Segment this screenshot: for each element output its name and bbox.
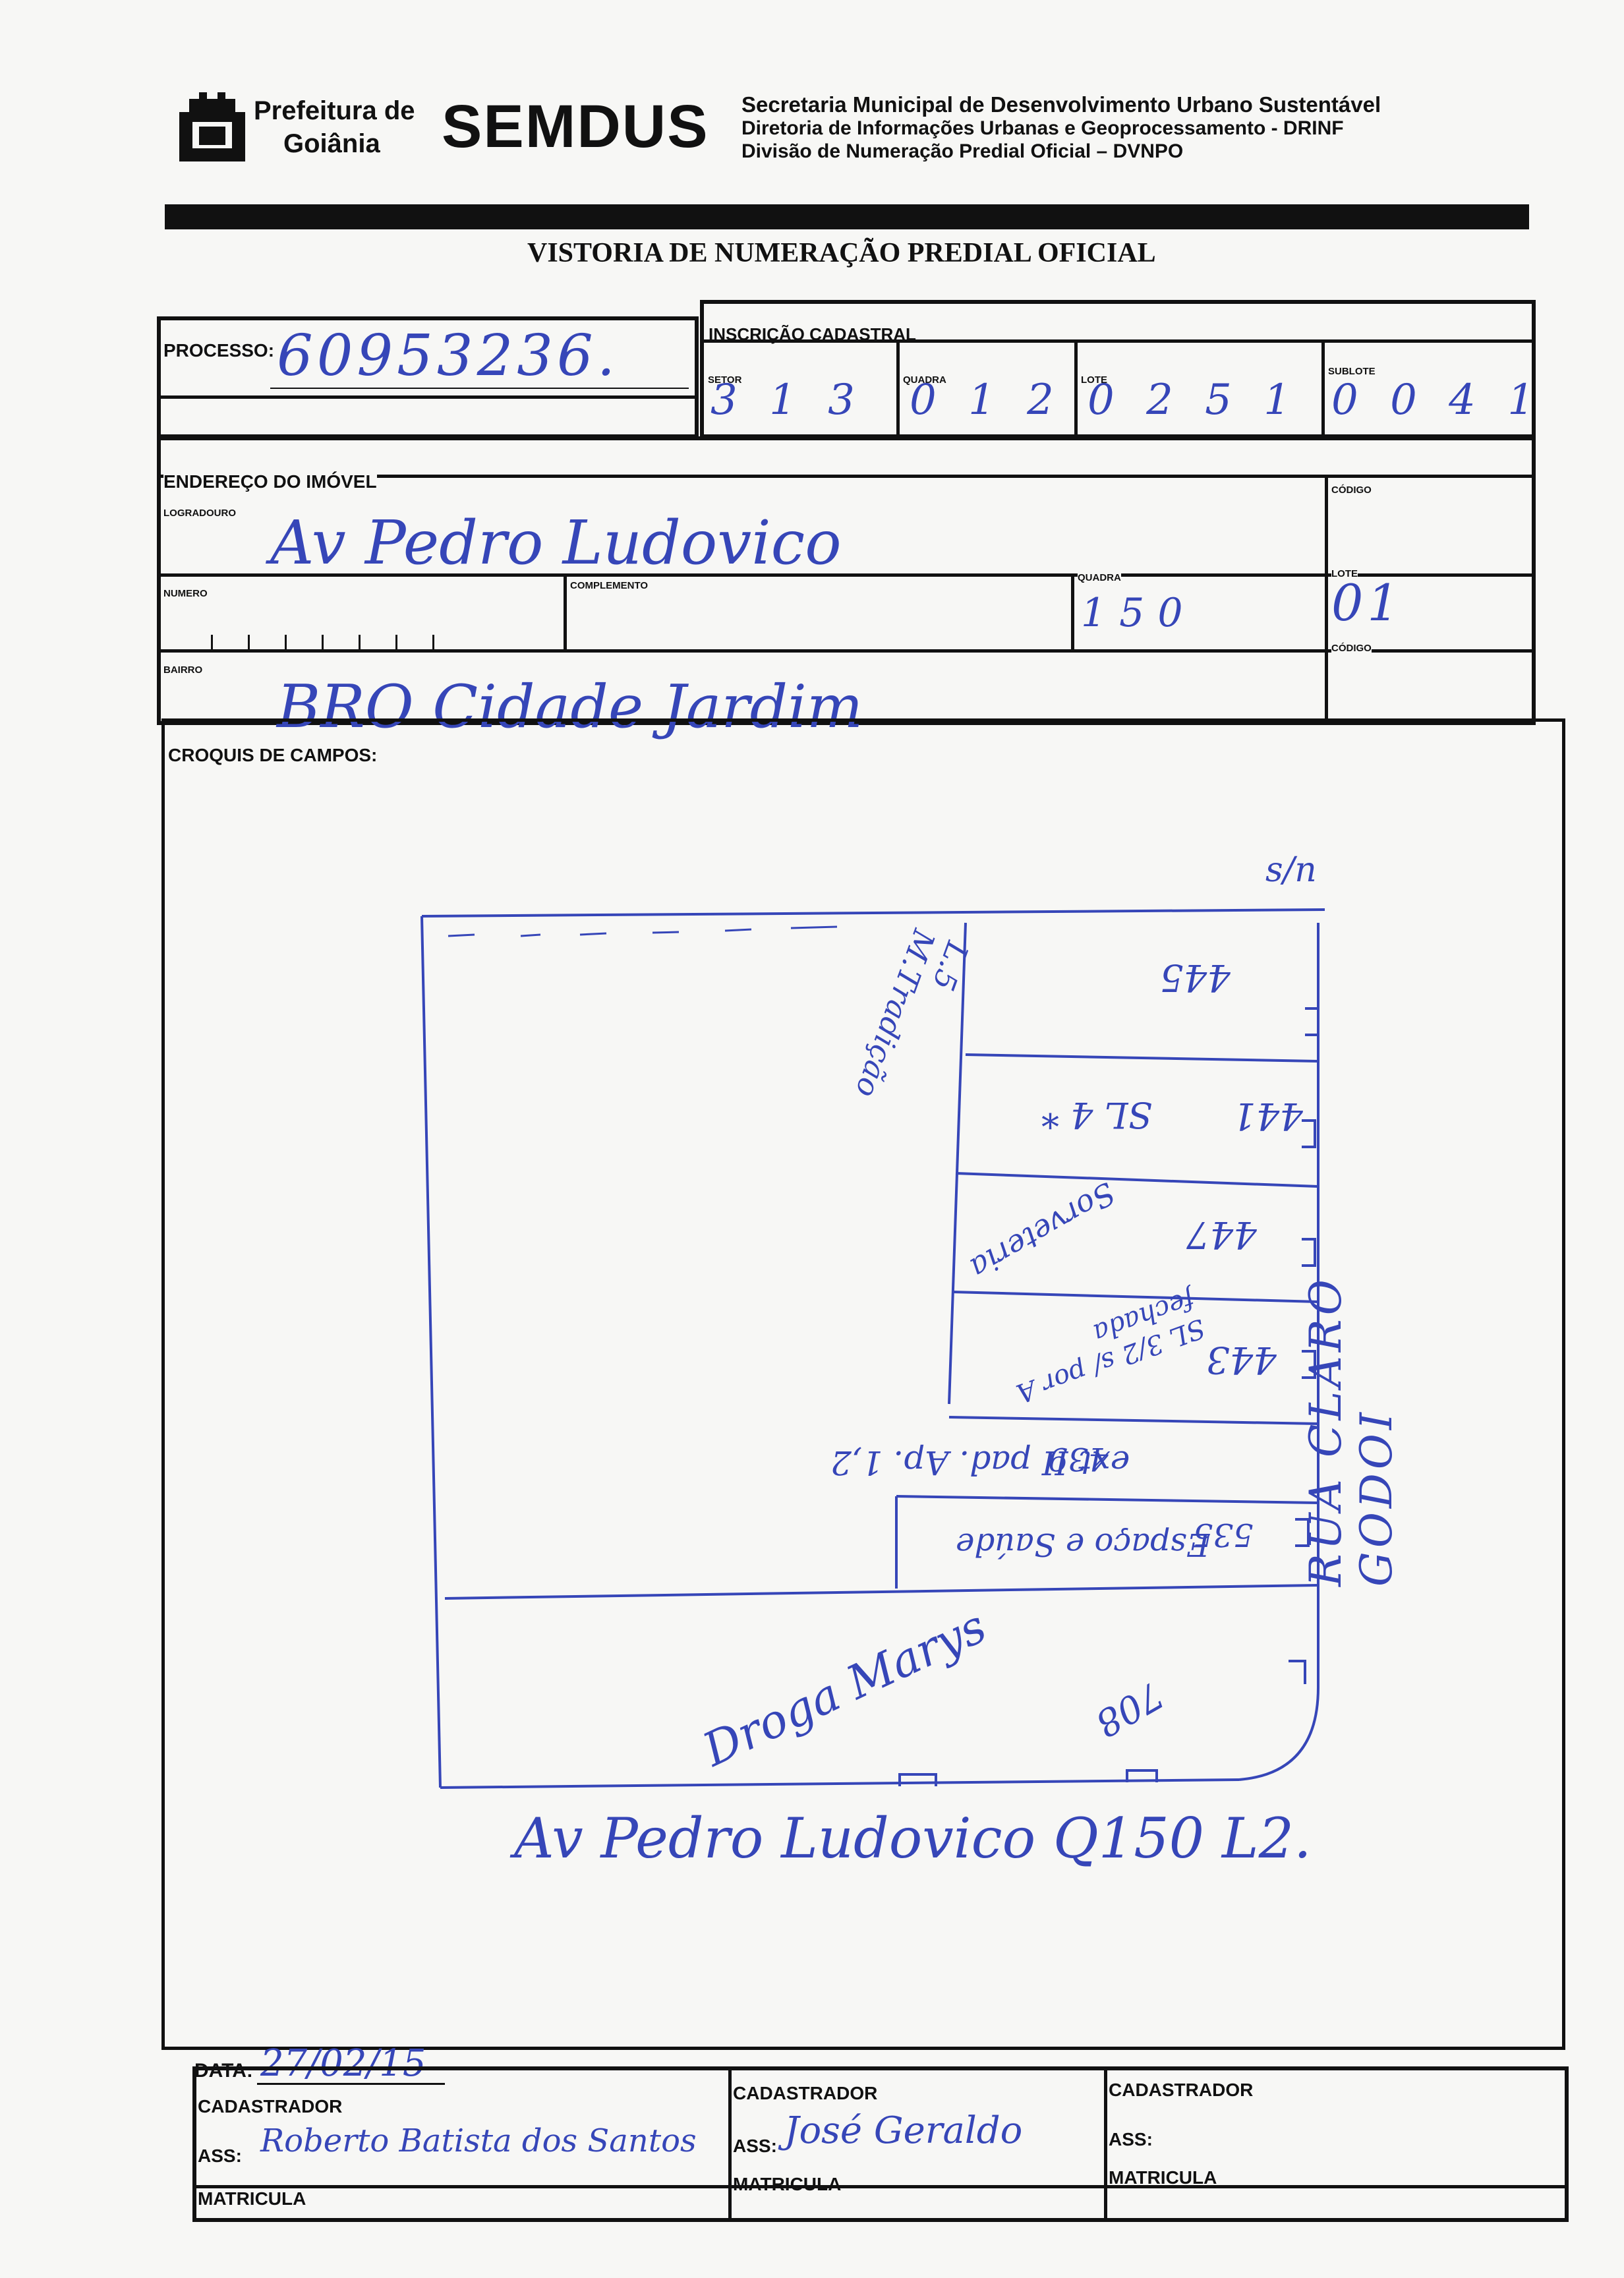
- endereco-row2-divider: [157, 573, 1536, 577]
- ass3-label: ASS:: [1109, 2129, 1153, 2149]
- data-label: DATA:: [194, 2060, 253, 2082]
- semdus-logo: SEMDUS: [442, 93, 709, 160]
- numero-ticks[interactable]: [211, 623, 434, 649]
- inscricao-sep-2: [1074, 339, 1078, 438]
- setor-value[interactable]: 3 1 3: [710, 376, 864, 424]
- sublote-label: SUBLOTE: [1328, 366, 1376, 377]
- logradouro-value[interactable]: Av Pedro Ludovico: [270, 508, 842, 578]
- secretaria-line1: Secretaria Municipal de Desenvolvimento …: [741, 92, 1381, 117]
- endereco-section-label: ENDEREÇO DO IMÓVEL: [163, 471, 377, 492]
- cadastrador2-label: CADASTRADOR: [733, 2083, 878, 2103]
- lot-5-text: ext II pad. Ap. 1,2: [830, 1444, 1130, 1482]
- form-title: VISTORIA DE NUMERAÇÃO PREDIAL OFICIAL: [527, 238, 1156, 268]
- lote2-label: LOTE: [1331, 568, 1358, 579]
- sig-sep-1: [728, 2066, 732, 2222]
- city-crest-icon: [173, 92, 252, 168]
- lot-4-number: 443: [1206, 1338, 1277, 1381]
- ass1-label: ASS:: [198, 2146, 242, 2166]
- secretaria-line2: Diretoria de Informações Urbanas e Geopr…: [741, 117, 1344, 139]
- cadastrador1-label: CADASTRADOR: [198, 2096, 343, 2117]
- processo-label: PROCESSO:: [163, 340, 275, 361]
- bairro-value[interactable]: BRO Cidade Jardim: [277, 672, 863, 742]
- endereco-row3-divider: [157, 649, 1536, 653]
- croquis-label: CROQUIS DE CAMPOS:: [168, 745, 378, 765]
- lote-label: LOTE: [1081, 374, 1107, 386]
- setor-label: SETOR: [708, 374, 742, 386]
- lot-3-number: 447: [1186, 1213, 1257, 1256]
- lot-2-number: 441: [1232, 1094, 1303, 1137]
- codigo-label: CÓDIGO: [1331, 484, 1372, 496]
- sublote-value[interactable]: 0 0 4 1: [1331, 376, 1544, 424]
- quadra2-value[interactable]: 150: [1081, 590, 1196, 636]
- lote2-value[interactable]: 01: [1331, 573, 1403, 632]
- numero-sep: [564, 573, 567, 653]
- title-bar: [165, 204, 1529, 229]
- processo-divider: [157, 395, 699, 399]
- data-underline: [257, 2083, 445, 2085]
- lot-2-text: SL 4 *: [1041, 1094, 1153, 1136]
- inscricao-divider: [700, 339, 1536, 343]
- ass1-value[interactable]: Roberto Batista dos Santos: [260, 2122, 697, 2159]
- quadra2-label: QUADRA: [1078, 572, 1121, 583]
- prefeitura-line2: Goiânia: [283, 129, 380, 158]
- side-street-label: RUA CLARO GODOI: [1300, 1275, 1402, 1587]
- data-value[interactable]: 27/02/15: [260, 2042, 426, 2085]
- complemento-sep: [1071, 573, 1074, 653]
- numero-label: NUMERO: [163, 588, 208, 599]
- processo-underline: [270, 388, 689, 389]
- quadra-value[interactable]: 0 1 2: [910, 376, 1063, 424]
- codigo-sep-1: [1325, 475, 1328, 725]
- endereco-box: [157, 436, 1536, 725]
- cadastrador3-label: CADASTRADOR: [1109, 2080, 1254, 2100]
- ass2-value[interactable]: José Geraldo: [784, 2109, 1023, 2152]
- matricula2-label: MATRICULA: [733, 2174, 842, 2194]
- lot-6-text: Espaço e Saúde: [956, 1526, 1210, 1563]
- inscricao-label: INSCRIÇÃO CADASTRAL: [709, 324, 916, 344]
- codigo2-label: CÓDIGO: [1331, 643, 1372, 654]
- lot-1-number: 445: [1160, 956, 1231, 999]
- croquis-box: [161, 718, 1565, 2050]
- logradouro-label: LOGRADOURO: [163, 508, 236, 519]
- prefeitura-line1: Prefeitura de: [254, 96, 415, 125]
- quadra-label: QUADRA: [903, 374, 946, 386]
- secretaria-line3: Divisão de Numeração Predial Oficial – D…: [741, 140, 1184, 162]
- inscricao-sep-3: [1321, 339, 1325, 438]
- endereco-header-divider: [157, 475, 1536, 478]
- bairro-label: BAIRRO: [163, 664, 203, 676]
- sig-sep-2: [1104, 2066, 1107, 2222]
- inscricao-sep-1: [896, 339, 900, 438]
- sig-divider-1: [192, 2185, 1569, 2188]
- matricula1-label: MATRICULA: [198, 2188, 306, 2209]
- lote-value[interactable]: 0 2 5 1: [1088, 376, 1300, 424]
- processo-value[interactable]: 60953236.: [277, 323, 620, 389]
- sn-label: s/n: [1265, 850, 1317, 890]
- bottom-street-label: Av Pedro Ludovico Q150 L2.: [514, 1806, 1312, 1871]
- signature-table: [192, 2066, 1569, 2222]
- ass2-label: ASS:: [733, 2136, 777, 2156]
- complemento-label: COMPLEMENTO: [570, 580, 649, 591]
- matricula3-label: MATRICULA: [1109, 2167, 1217, 2188]
